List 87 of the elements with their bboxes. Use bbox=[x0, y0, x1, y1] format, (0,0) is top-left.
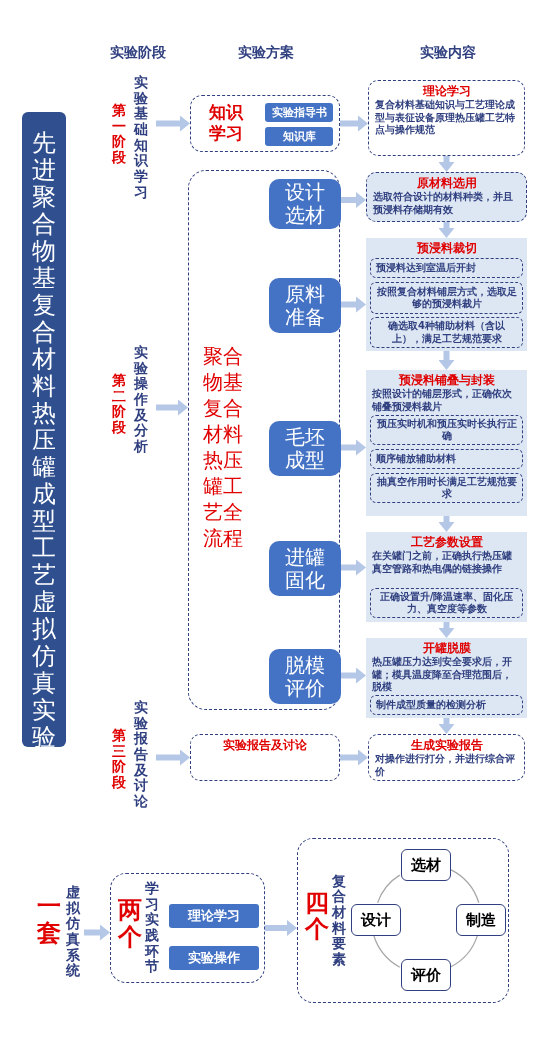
arrow bbox=[340, 562, 366, 573]
panel-text: 复合材料基础知识与工艺理论成型与表征设备原理热压罐工艺特点与操作规范 bbox=[375, 99, 516, 137]
title-banner: 先进聚合物基复合材料热压罐成型工艺虚拟仿真实验 bbox=[22, 112, 66, 747]
column-header: 实验方案 bbox=[238, 44, 294, 62]
content-panel bbox=[368, 80, 525, 156]
step-box: 预压实时机和预压实时长执行正确 bbox=[370, 415, 523, 445]
count-label: 四个 bbox=[304, 889, 330, 944]
process-box: 进罐固化 bbox=[269, 541, 341, 596]
arrow bbox=[265, 923, 297, 933]
system-label: 虚拟仿真系统 bbox=[66, 885, 81, 980]
panel-heading: 工艺参数设置 bbox=[409, 534, 484, 550]
process-box: 原料准备 bbox=[269, 278, 341, 333]
panel-text: 在关罐门之前，正确执行热压罐真空管路和热电偶的链接操作 bbox=[372, 550, 513, 575]
count-label: 两个 bbox=[117, 897, 143, 951]
panel-text: 热压罐压力达到安全要求后，开罐；模具温度降至合理范围后，脱模 bbox=[372, 656, 513, 694]
panel-heading: 生成实验报告 bbox=[409, 737, 484, 753]
arrow bbox=[84, 927, 110, 938]
arrow bbox=[156, 402, 188, 413]
connector-line bbox=[449, 934, 479, 968]
element-box: 选材 bbox=[401, 849, 451, 881]
step-panel bbox=[366, 532, 527, 622]
stage-label: 实验操作及分析 bbox=[134, 345, 149, 455]
arrow bbox=[340, 299, 366, 310]
step-box: 制件成型质量的检测分析 bbox=[370, 695, 523, 715]
arrow bbox=[441, 622, 452, 638]
arrow bbox=[441, 351, 452, 370]
arrow bbox=[441, 222, 452, 238]
panel-heading: 理论学习 bbox=[421, 83, 472, 99]
step-box: 正确设置升/降温速率、固化压力、真空度等参数 bbox=[370, 588, 523, 618]
tag-button: 知识库 bbox=[265, 127, 333, 146]
step-panel bbox=[366, 638, 527, 718]
arrow bbox=[340, 442, 366, 453]
stage-number: 第三阶段 bbox=[112, 728, 127, 791]
panel-heading: 原材料选用 bbox=[415, 175, 478, 191]
group-frame bbox=[190, 95, 340, 152]
element-box: 设计 bbox=[351, 904, 401, 936]
count-label: 一套 bbox=[36, 893, 62, 947]
process-box: 脱模评价 bbox=[269, 649, 341, 704]
arrow bbox=[156, 752, 190, 763]
column-header: 实验内容 bbox=[420, 44, 476, 62]
stage-label: 实验报告及讨论 bbox=[134, 700, 149, 810]
group-heading: 学习实践环节 bbox=[145, 881, 160, 976]
panel-text: 按照设计的铺层形式，正确依次铺叠预浸料裁片 bbox=[372, 388, 513, 413]
process-box: 毛坯成型 bbox=[269, 421, 341, 476]
content-panel bbox=[368, 734, 525, 781]
tag-button: 实验操作 bbox=[169, 946, 259, 970]
group-heading: 复合材料要素 bbox=[332, 873, 347, 968]
connector-line bbox=[449, 868, 480, 904]
step-box: 预浸料达到室温后开封 bbox=[370, 258, 523, 278]
panel-heading: 开罐脱膜 bbox=[421, 640, 472, 656]
connector-line bbox=[373, 934, 401, 968]
arrow bbox=[441, 516, 452, 532]
process-box: 设计选材 bbox=[269, 179, 341, 229]
arrow bbox=[340, 670, 366, 681]
stage-number: 第二阶段 bbox=[112, 373, 127, 436]
content-panel bbox=[190, 734, 340, 781]
tag-button: 理论学习 bbox=[169, 904, 259, 928]
arrow bbox=[441, 156, 452, 172]
panel-text: 选取符合设计的材料种类，并且预浸料存储期有效 bbox=[373, 191, 514, 216]
arrow bbox=[340, 195, 366, 205]
step-box: 按照复合材料铺层方式，选取足够的预浸料裁片 bbox=[370, 282, 523, 314]
column-header: 实验阶段 bbox=[110, 44, 166, 62]
content-panel bbox=[366, 172, 527, 222]
step-box: 抽真空作用时长满足工艺规范要求 bbox=[370, 473, 523, 503]
element-box: 制造 bbox=[456, 904, 506, 936]
tag-button: 实验指导书 bbox=[265, 103, 333, 122]
panel-heading: 预浸料铺叠与封装 bbox=[397, 372, 496, 388]
arrow bbox=[340, 752, 368, 763]
step-panel bbox=[366, 370, 527, 516]
group-heading: 聚合物基复合材料热压罐工艺全流程 bbox=[203, 343, 244, 551]
step-panel bbox=[366, 238, 527, 351]
arrow bbox=[441, 718, 452, 734]
arrow bbox=[340, 118, 368, 129]
group-heading: 知识学习 bbox=[209, 102, 245, 144]
group-frame bbox=[188, 170, 340, 710]
stage-number: 第一阶段 bbox=[112, 103, 127, 166]
stage-label: 实验基础知识学习 bbox=[134, 75, 149, 201]
panel-heading: 预浸料裁切 bbox=[415, 240, 478, 256]
panel-text: 对操作进行打分，并进行综合评价 bbox=[375, 753, 516, 778]
element-box: 评价 bbox=[401, 959, 451, 991]
group-frame bbox=[297, 838, 509, 1003]
group-frame bbox=[110, 873, 265, 983]
step-box: 顺序铺放辅助材料 bbox=[370, 449, 523, 469]
panel-heading: 实验报告及讨论 bbox=[222, 737, 308, 753]
step-box: 确选取4种辅助材料（含以上），满足工艺规范要求 bbox=[370, 317, 523, 348]
arrow bbox=[156, 118, 190, 129]
connector-line bbox=[377, 874, 401, 904]
